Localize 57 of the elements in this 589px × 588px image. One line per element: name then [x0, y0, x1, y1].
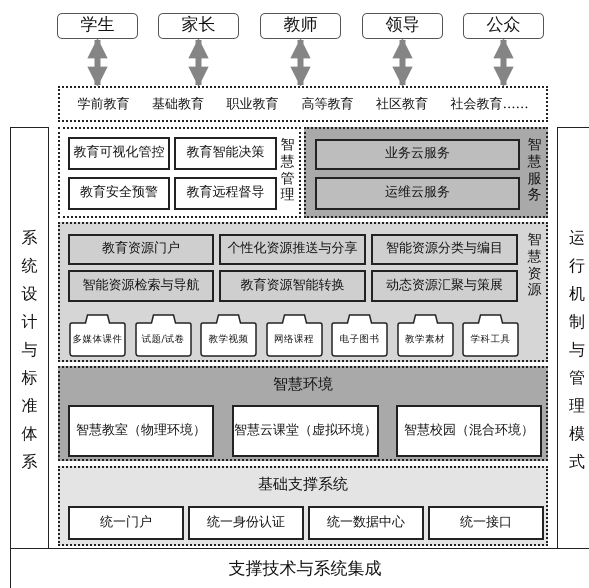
- module-box: 教育安全预警: [68, 177, 170, 210]
- folder-label: 电子图书: [338, 333, 380, 346]
- double-arrow: [87, 38, 108, 88]
- folder-label: 网络课程: [273, 333, 315, 346]
- folder-label: 教学视频: [208, 333, 250, 346]
- layer-title: 智慧资源: [527, 232, 542, 300]
- module-box: 教育可视化管控: [68, 137, 170, 170]
- layer-title: 智慧管理: [280, 137, 295, 204]
- module-box: 智慧校园（混合环境）: [396, 405, 542, 457]
- module-box: 智能资源分类与编目: [371, 234, 518, 265]
- module-box: 统一身份认证: [188, 506, 304, 540]
- user-box: 领导: [362, 13, 443, 39]
- layer-panel: [58, 466, 548, 546]
- user-box: 公众: [463, 13, 544, 39]
- side-title: 系统设计与标准体系: [21, 227, 38, 473]
- module-box: 智慧云课堂（虚拟环境）: [232, 405, 379, 457]
- layer-panel: [58, 366, 548, 461]
- module-box: 业务云服务: [315, 139, 520, 170]
- side-panel: [557, 127, 589, 549]
- folder-label: 试题/试卷: [140, 333, 186, 346]
- folder-label: 多媒体课件: [72, 333, 124, 346]
- module-box: 教育资源门户: [68, 234, 214, 265]
- category-label: 社会教育……: [450, 96, 529, 113]
- layer-title: 智慧环境: [272, 375, 334, 394]
- module-box: 运维云服务: [315, 177, 520, 210]
- category-label: 社区教育: [376, 96, 428, 113]
- side-title: 运行机制与管理模式: [568, 227, 586, 473]
- user-box: 家长: [158, 13, 239, 39]
- module-box: 智慧教室（物理环境）: [68, 405, 214, 457]
- side-panel: [10, 127, 49, 549]
- category-label: 学前教育: [77, 96, 130, 113]
- education-band: [58, 86, 548, 122]
- double-arrow: [493, 38, 514, 88]
- module-box: 教育资源智能转换: [219, 270, 366, 302]
- user-box: 教师: [260, 13, 341, 39]
- category-label: 基础教育: [152, 96, 204, 113]
- layer-title: 智慧服务: [527, 137, 542, 204]
- folder-label: 学科工具: [470, 333, 512, 346]
- category-label: 高等教育: [301, 96, 354, 113]
- module-box: 教育远程督导: [174, 177, 277, 210]
- module-box: 统一数据中心: [308, 506, 424, 540]
- layer-panel: [58, 127, 301, 218]
- module-box: 个性化资源推送与分享: [219, 234, 366, 265]
- folder-label: 教学素材: [404, 333, 446, 346]
- user-box: 学生: [57, 13, 138, 39]
- module-box: 教育智能决策: [174, 137, 277, 170]
- module-box: 统一接口: [428, 506, 544, 540]
- module-box: 统一门户: [68, 506, 184, 540]
- category-label: 职业教育: [226, 96, 279, 113]
- layer-panel: [58, 222, 548, 362]
- module-box: 智能资源检索与导航: [68, 270, 214, 302]
- layer-title: 基础支撑系统: [257, 475, 349, 494]
- double-arrow: [392, 38, 413, 88]
- module-box: 动态资源汇聚与策展: [371, 270, 518, 302]
- layer-panel: [304, 127, 548, 218]
- double-arrow: [290, 38, 311, 88]
- double-arrow: [188, 38, 209, 88]
